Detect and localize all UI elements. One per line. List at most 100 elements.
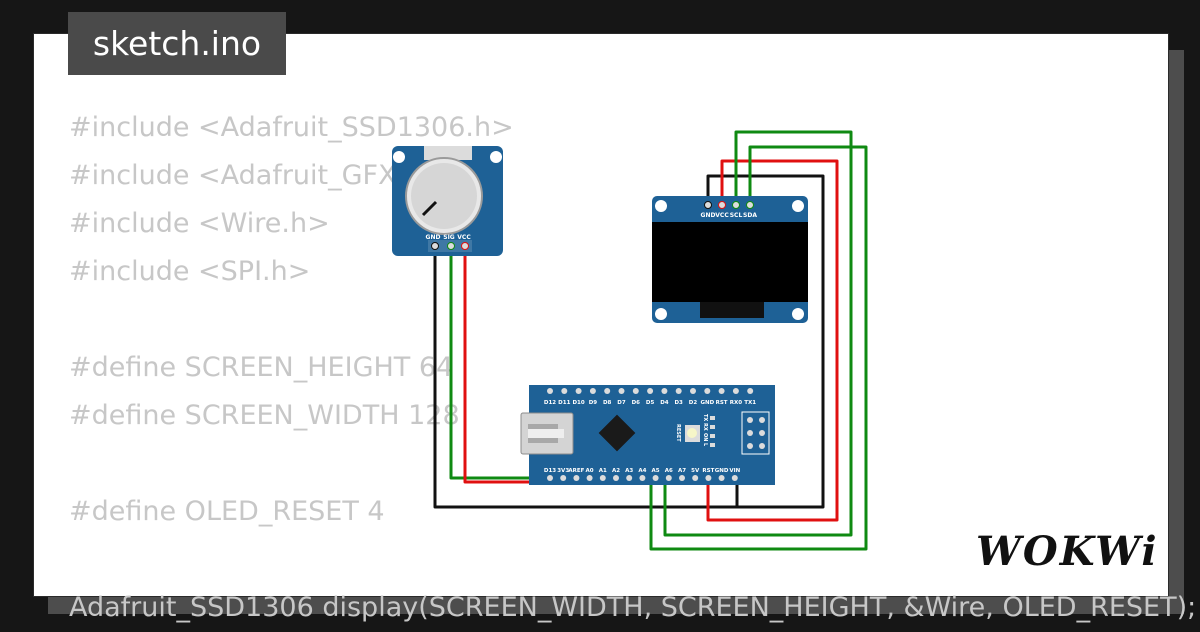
pot-pin[interactable] <box>447 242 455 250</box>
nano-pin[interactable] <box>547 388 553 394</box>
nano-pin-label: A3 <box>625 468 633 474</box>
nano-pin-label: D13 <box>544 468 556 474</box>
nano-pin-label: A5 <box>652 468 660 474</box>
nano-pin-label: D5 <box>646 400 655 406</box>
nano-pin[interactable] <box>731 475 738 481</box>
nano-pin-label: D4 <box>660 400 669 406</box>
oled-screen <box>652 222 808 302</box>
pot-indicator <box>421 200 438 217</box>
oled-pin-label: SCL <box>730 212 743 219</box>
nano-pin-label: A0 <box>586 468 594 474</box>
nano-pin[interactable] <box>747 388 754 394</box>
nano-pin[interactable] <box>618 388 625 394</box>
oled-pin-label: SDA <box>743 212 757 219</box>
nano-pin-label: TX1 <box>744 400 756 406</box>
nano-pin[interactable] <box>639 475 646 481</box>
nano-pin-label: D8 <box>603 400 612 406</box>
oled-pin[interactable] <box>732 201 740 209</box>
nano-pin-label: A2 <box>612 468 620 474</box>
oled-pin[interactable] <box>746 201 754 209</box>
icsp-header <box>741 411 770 455</box>
nano-pin[interactable] <box>626 475 633 481</box>
wire-oled-sda[interactable] <box>649 145 868 551</box>
code-line: #include <Adafruit_SSD1306.h> <box>69 112 514 143</box>
reset-label: RESET <box>675 424 681 442</box>
pot-pin[interactable] <box>431 242 439 250</box>
potentiometer[interactable]: GND SIG VCC <box>392 146 503 256</box>
nano-pin-label: 5V <box>691 468 700 474</box>
nano-pin[interactable] <box>599 475 606 481</box>
nano-pin-label: RX0 <box>730 400 742 406</box>
wire-pot-gnd[interactable] <box>433 245 739 509</box>
oled-display[interactable]: GND VCC SCL SDA <box>652 196 808 323</box>
nano-pin-label: D12 <box>544 400 556 406</box>
nano-pin[interactable] <box>661 388 668 394</box>
nano-pin-label: A4 <box>638 468 646 474</box>
nano-pin-label: GND <box>700 400 714 406</box>
code-line: #define OLED_RESET 4 <box>69 496 385 527</box>
code-line: #define SCREEN_WIDTH 128 <box>69 400 460 431</box>
nano-pin[interactable] <box>586 475 593 481</box>
nano-pin[interactable] <box>573 475 580 481</box>
nano-pin[interactable] <box>690 388 696 394</box>
nano-pin[interactable] <box>561 388 568 394</box>
nano-pin-label: D10 <box>572 400 584 406</box>
nano-pin-label: 3V3 <box>557 468 569 474</box>
nano-pin[interactable] <box>732 388 739 394</box>
svg-text:TX: TX <box>702 414 708 421</box>
nano-pin[interactable] <box>705 475 712 481</box>
oled-pin[interactable] <box>704 201 712 209</box>
code-line: #include <Wire.h> <box>69 208 330 239</box>
pot-pin-label: GND <box>426 234 441 241</box>
nano-pin-label: D11 <box>558 400 570 406</box>
nano-pin-label: D3 <box>674 400 683 406</box>
nano-pin[interactable] <box>604 388 611 394</box>
svg-text:L: L <box>702 443 708 447</box>
svg-text:ON: ON <box>702 433 708 441</box>
nano-pin[interactable] <box>560 475 567 481</box>
nano-pin[interactable] <box>718 475 725 481</box>
nano-pin-label: D7 <box>617 400 626 406</box>
nano-pin[interactable] <box>679 475 685 481</box>
wire-oled-scl[interactable] <box>663 130 853 537</box>
pot-pin-label: SIG <box>443 234 455 241</box>
file-tab[interactable]: sketch.ino <box>68 12 286 75</box>
nano-pin[interactable] <box>647 388 654 394</box>
nano-pin[interactable] <box>547 475 553 481</box>
pot-pin-label: VCC <box>457 234 471 241</box>
nano-pin-label: A6 <box>665 468 673 474</box>
nano-pin-label: D9 <box>589 400 598 406</box>
code-line: Adafruit_SSD1306 display(SCREEN_WIDTH, S… <box>69 592 1197 623</box>
nano-pin[interactable] <box>652 475 659 481</box>
nano-pin-label: VIN <box>729 468 740 474</box>
wokwi-logo: WOKWi <box>976 528 1159 575</box>
nano-pin[interactable] <box>675 388 682 394</box>
nano-pin[interactable] <box>589 388 596 394</box>
nano-pin-label: A7 <box>678 468 686 474</box>
microcontroller-chip <box>598 414 636 452</box>
nano-pin[interactable] <box>613 475 619 481</box>
wire-oled-vcc[interactable] <box>706 159 839 522</box>
wires <box>433 130 868 551</box>
nano-pin[interactable] <box>692 475 699 481</box>
nano-pin[interactable] <box>704 388 711 394</box>
nano-pin[interactable] <box>632 388 639 394</box>
nano-pin-label: AREF <box>568 468 584 474</box>
nano-pin[interactable] <box>665 475 672 481</box>
code-preview: #include <Adafruit_SSD1306.h>#include <A… <box>69 104 1196 632</box>
nano-pin-label: D6 <box>632 400 641 406</box>
wire-oled-gnd[interactable] <box>706 174 825 509</box>
nano-pin[interactable] <box>575 388 582 394</box>
status-leds: TX RX ON L <box>702 414 715 447</box>
nano-pin[interactable] <box>718 388 725 394</box>
oled-pin[interactable] <box>718 201 726 209</box>
nano-pin-label: RST <box>702 468 714 474</box>
wokwi-logo-text: WOKWi <box>976 528 1159 575</box>
preview-card: #include <Adafruit_SSD1306.h>#include <A… <box>33 33 1196 623</box>
oled-pin-label: GND <box>701 212 716 219</box>
nano-pin-label: RST <box>716 400 728 406</box>
pot-pin[interactable] <box>461 242 469 250</box>
